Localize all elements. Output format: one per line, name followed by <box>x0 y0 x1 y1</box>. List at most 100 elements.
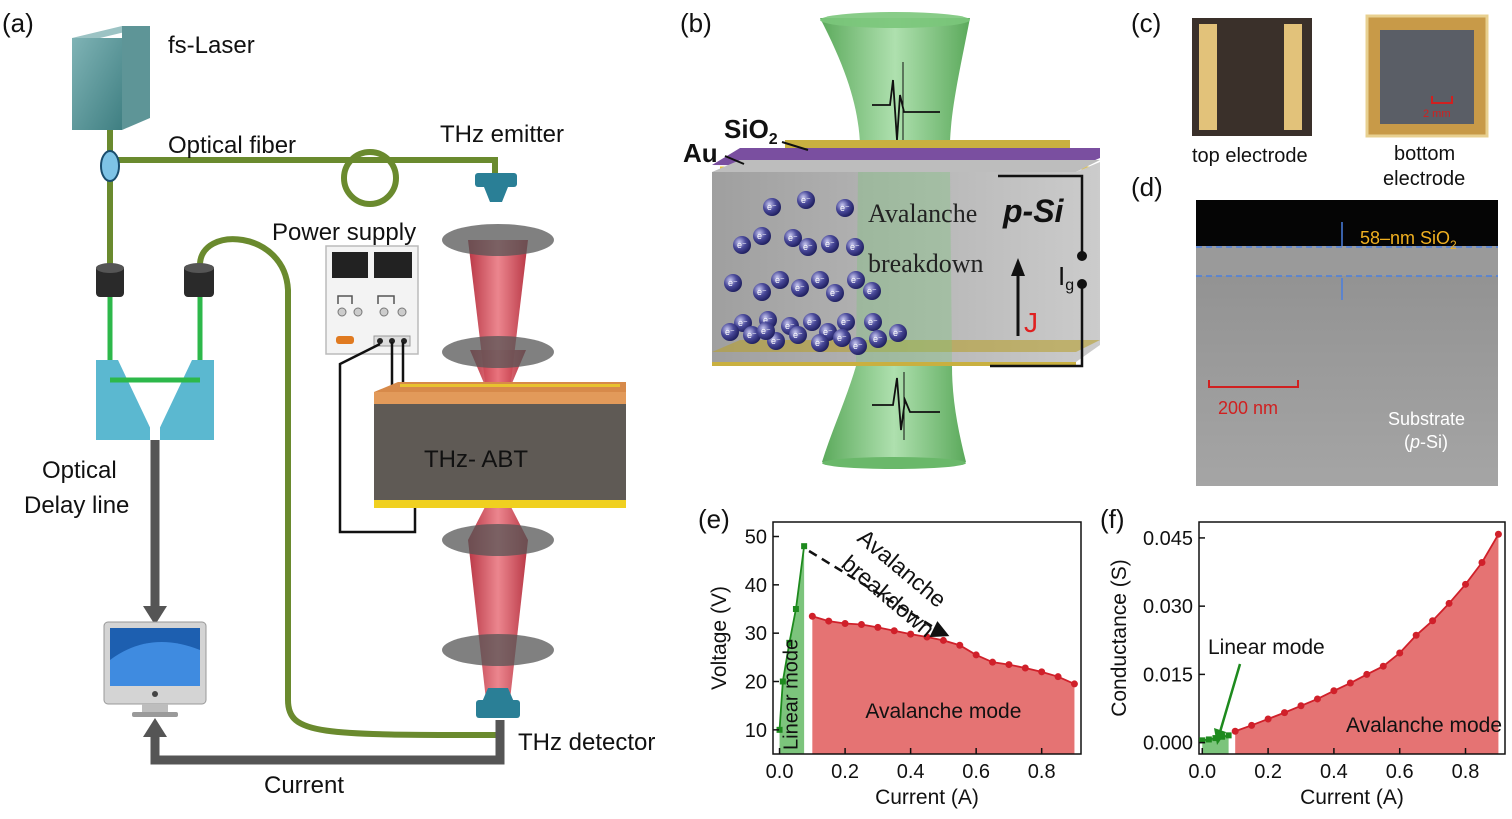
plot-frame <box>1198 521 1506 755</box>
electron-label: e⁻ <box>873 334 883 344</box>
electron-icon <box>821 235 839 253</box>
electron-icon <box>791 279 809 297</box>
electron-icon <box>724 274 742 292</box>
plot-frame <box>772 521 1082 755</box>
x-tick-label: 0.6 <box>962 761 990 783</box>
panel-label-d: (d) <box>1131 172 1163 202</box>
avalanche-area <box>812 616 1075 754</box>
electron-label: e⁻ <box>757 231 767 241</box>
current-arrow <box>150 720 505 765</box>
electron-label: e⁻ <box>893 328 903 338</box>
avalanche-point <box>956 641 964 649</box>
electron-icon <box>797 191 815 209</box>
fiber-label: Optical fiber <box>168 132 296 159</box>
y-tick-label: 0.045 <box>1143 528 1193 550</box>
electron-label: e⁻ <box>737 240 747 250</box>
avalanche-point <box>841 620 849 627</box>
electron-label: e⁻ <box>747 330 757 340</box>
sio2-label: SiO2 <box>724 114 778 148</box>
linear-point <box>776 726 783 733</box>
supply-wire <box>338 342 417 534</box>
delay-label-1: Optical <box>42 457 117 484</box>
collimator-right-icon <box>184 265 214 297</box>
ig-label: Ig <box>1058 261 1074 294</box>
electron-label: e⁻ <box>803 242 813 252</box>
electron-label: e⁻ <box>867 286 877 296</box>
abt-label: THz- ABT <box>424 446 528 473</box>
avalanche-point <box>1412 631 1420 639</box>
electron-icon <box>771 271 789 289</box>
psi-label: p-Si <box>1002 193 1065 229</box>
electron-label: e⁻ <box>815 338 825 348</box>
electron-label: e⁻ <box>815 275 825 285</box>
electron-label: e⁻ <box>840 203 850 213</box>
avalanche-point <box>1264 715 1272 723</box>
electron-icon <box>743 326 761 344</box>
laser-label: fs-Laser <box>168 32 255 59</box>
avalanche-point <box>1478 558 1486 566</box>
detector-icon <box>476 688 520 718</box>
panel-label-b: (b) <box>680 8 712 38</box>
electron-icon <box>826 284 844 302</box>
avalanche-point <box>1054 673 1062 681</box>
electron-label: e⁻ <box>825 239 835 249</box>
electron-label: e⁻ <box>801 195 811 205</box>
electron-label: e⁻ <box>785 321 795 331</box>
avalanche-point <box>1281 709 1289 717</box>
avalanche-point <box>1396 649 1404 657</box>
panel-d: (d) 58–nm SiO2 200 nm Substrate (p-Si) <box>1131 172 1498 486</box>
avalanche-mode-label: Avalanche mode <box>1346 714 1502 737</box>
photo-scale-label: 2 mm <box>1423 108 1451 120</box>
electron-icon <box>863 282 881 300</box>
panel-label-a: (a) <box>2 8 34 38</box>
bottom-electrode-photo <box>1365 14 1489 138</box>
x-tick-label: 0.8 <box>1028 761 1056 783</box>
y-tick-label: 10 <box>745 720 767 742</box>
panel-label-c: (c) <box>1131 8 1161 38</box>
lens-1-icon <box>442 224 554 256</box>
electron-label: e⁻ <box>807 317 817 327</box>
detector-label: THz detector <box>518 729 655 756</box>
avalanche-point <box>1379 662 1387 670</box>
breakdown-label: breakdown <box>868 249 984 278</box>
x-tick-label: 0.6 <box>1386 761 1414 783</box>
electron-icon <box>753 227 771 245</box>
fiber-coupler-icon <box>100 150 120 182</box>
avalanche-point <box>874 623 882 631</box>
electron-label: e⁻ <box>767 202 777 212</box>
avalanche-point <box>1330 687 1338 695</box>
linear-mode-label: Linear mode <box>781 639 803 750</box>
avalanche-area <box>1235 534 1499 754</box>
electron-label: e⁻ <box>830 288 840 298</box>
lens-2-icon <box>442 336 554 368</box>
x-tick-label: 0.4 <box>1320 761 1348 783</box>
emitter-label: THz emitter <box>440 121 564 148</box>
x-tick-label: 0.2 <box>831 761 859 783</box>
linear-mode-label: Linear mode <box>1208 636 1325 659</box>
electron-icon <box>889 324 907 342</box>
electron-icon <box>721 323 739 341</box>
panel-label-f: (f) <box>1100 504 1125 534</box>
electron-label: e⁻ <box>868 317 878 327</box>
avalanche-point <box>923 633 931 641</box>
linear-point <box>786 639 793 646</box>
electron-label: e⁻ <box>795 283 805 293</box>
sio2-thickness-label: 58–nm SiO2 <box>1360 228 1457 252</box>
electron-label: e⁻ <box>850 242 860 252</box>
avalanche-point <box>1445 599 1453 607</box>
electron-label: e⁻ <box>725 327 735 337</box>
lens-3-icon <box>442 524 554 556</box>
electron-icon <box>847 271 865 289</box>
power-supply-label: Power supply <box>272 219 416 246</box>
bias-circuit <box>990 174 1087 368</box>
electron-icon <box>846 238 864 256</box>
avalanche-point <box>857 620 865 628</box>
bottom-electrode-label-2: electrode <box>1383 168 1465 190</box>
avalanche-point <box>1494 530 1502 538</box>
avalanche-point <box>939 636 947 644</box>
panel-b: (b) SiO2 Au Avalanche breakdown p-Si <box>680 8 1100 469</box>
avalanche-point <box>907 630 915 638</box>
electron-icon <box>799 238 817 256</box>
